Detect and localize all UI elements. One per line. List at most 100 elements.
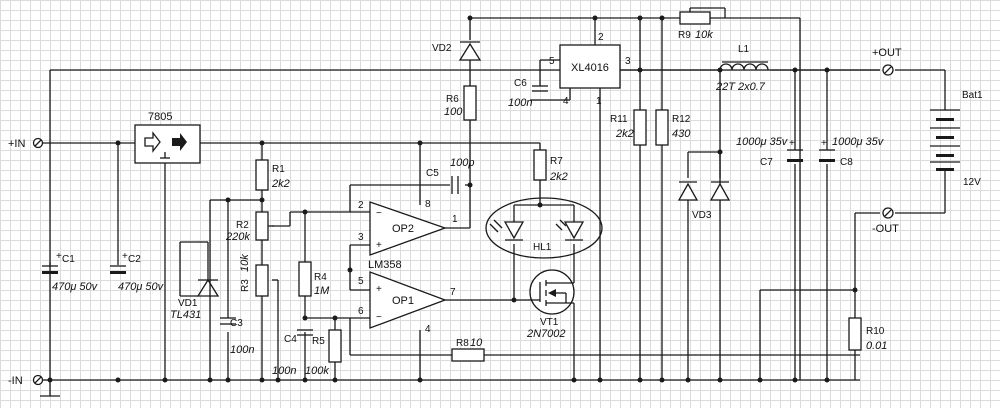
pin-xl-3: 3	[625, 56, 631, 67]
resistor-r8	[451, 348, 485, 362]
label-c4: C4	[284, 334, 297, 345]
potentiometer-r9	[679, 11, 711, 25]
label-op2: OP2	[392, 223, 414, 235]
label-c3-value: 100n	[230, 344, 254, 356]
label-xl4016: XL4016	[571, 62, 609, 74]
label-r9-value: 10k	[695, 29, 713, 41]
label-c5: C5	[426, 168, 439, 179]
label-out-neg: -OUT	[872, 223, 899, 235]
pin-op-3: 3	[358, 232, 364, 243]
capacitor-c8	[819, 149, 835, 162]
label-r11-value: 2k2	[615, 128, 634, 140]
label-r11: R11	[610, 114, 628, 125]
svg-text:+: +	[122, 251, 128, 262]
label-r4: R4	[314, 272, 327, 283]
capacitor-c3	[220, 317, 236, 325]
label-r6-value: 100	[444, 106, 463, 118]
led-hl1	[485, 197, 603, 259]
resistor-r11	[633, 109, 647, 146]
svg-text:+: +	[821, 138, 827, 149]
label-c5-value: 100p	[450, 157, 474, 169]
label-vd2: VD2	[432, 43, 452, 54]
label-out-pos: +OUT	[872, 47, 902, 59]
label-r1: R1	[272, 164, 285, 175]
opamp-op2	[369, 201, 447, 256]
label-c4-value: 100n	[272, 365, 296, 377]
pin-xl-5: 5	[549, 56, 555, 67]
label-r7-value: 2k2	[549, 171, 568, 183]
label-r5-value: 100k	[305, 365, 329, 377]
label-r12: R12	[672, 114, 691, 125]
zener-vd1-tl431	[196, 241, 220, 297]
inductor-l1	[719, 61, 769, 71]
junction-dots	[47, 15, 858, 383]
label-op1: OP1	[392, 295, 414, 307]
label-in-neg: -IN	[8, 375, 23, 387]
label-r7: R7	[550, 156, 563, 167]
label-c8-value: 1000μ 35v	[832, 136, 885, 148]
label-c8: C8	[840, 157, 853, 168]
opamp-op1	[369, 271, 447, 329]
label-l1-value: 22T 2x0.7	[715, 81, 766, 93]
chip-xl4016	[559, 44, 621, 89]
battery-bat1	[930, 109, 960, 171]
label-7805: 7805	[148, 111, 172, 123]
label-c2: C2	[128, 254, 141, 265]
label-hl1: HL1	[533, 242, 552, 253]
terminal-out-pos	[882, 64, 894, 76]
resistor-r4	[298, 261, 312, 297]
terminal-out-neg	[882, 207, 894, 219]
terminal-in-pos	[32, 137, 44, 149]
capacitor-c1	[42, 262, 58, 274]
resistor-r12	[655, 109, 669, 146]
pin-op-2: 2	[358, 200, 364, 211]
label-vd1-type: TL431	[170, 309, 201, 321]
capacitor-c4	[297, 329, 313, 336]
capacitor-c6	[532, 85, 548, 92]
capacitor-c2	[110, 265, 126, 274]
pin-op-6: 6	[358, 306, 364, 317]
pin-op-5: 5	[358, 276, 364, 287]
label-r2-value: 220k	[225, 231, 250, 243]
label-in-pos: +IN	[8, 138, 25, 150]
capacitor-c5	[451, 176, 459, 194]
label-c6-value: 100n	[508, 97, 532, 109]
potentiometer-r3	[255, 264, 269, 297]
regulator-7805	[134, 124, 201, 164]
capacitor-c7	[787, 149, 803, 162]
resistor-r6	[463, 85, 477, 121]
potentiometer-r2	[255, 211, 274, 241]
label-vd3: VD3	[692, 210, 712, 221]
label-vt1-type: 2N7002	[526, 328, 566, 340]
resistor-r10	[848, 317, 862, 351]
label-c2-value: 470μ 50v	[118, 281, 165, 293]
pin-op-1: 1	[452, 214, 458, 225]
pin-xl-2: 2	[598, 32, 604, 43]
label-r1-value: 2k2	[271, 178, 290, 190]
label-r3: R3	[240, 279, 251, 292]
label-r5: R5	[312, 336, 325, 347]
op1-minus: −	[376, 312, 382, 323]
pin-op-4: 4	[425, 324, 431, 335]
op2-minus: −	[376, 208, 382, 219]
label-l1: L1	[738, 44, 750, 55]
label-c7: C7	[760, 157, 773, 168]
label-r6: R6	[446, 94, 459, 105]
label-vt1: VT1	[540, 317, 559, 328]
svg-text:+: +	[789, 138, 795, 149]
terminal-in-neg	[32, 374, 44, 386]
label-bat1-voltage: 12V	[963, 177, 981, 188]
diode-vd3	[677, 181, 731, 201]
resistor-r1	[255, 159, 269, 191]
pin-xl-4: 4	[563, 96, 569, 107]
op2-plus: +	[376, 240, 382, 251]
label-c7-value: 1000μ 35v	[736, 136, 789, 148]
label-c3: C3	[230, 318, 243, 329]
label-r10-value: 0.01	[866, 340, 887, 352]
label-r8: R8	[456, 338, 469, 349]
resistor-r5	[328, 329, 342, 363]
label-r2: R2	[236, 220, 249, 231]
label-r12-value: 430	[672, 128, 691, 140]
mosfet-vt1	[528, 269, 575, 315]
